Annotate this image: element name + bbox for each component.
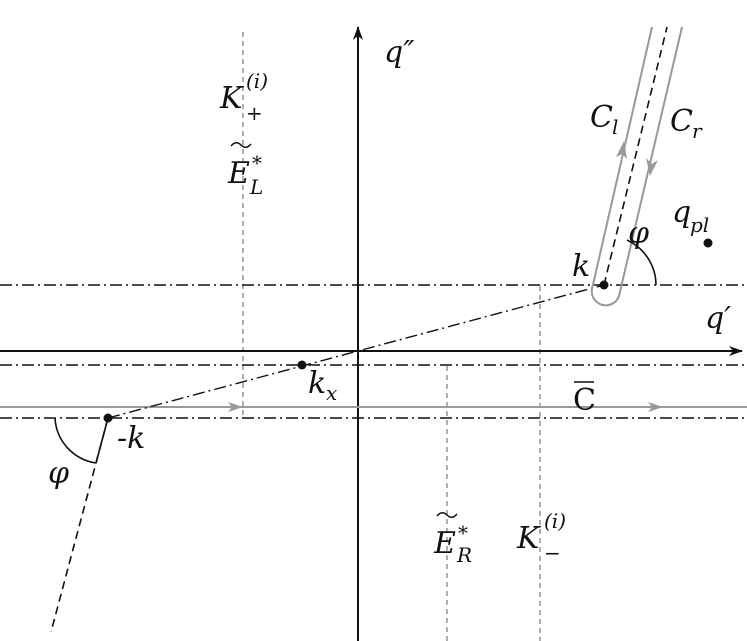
line-through-k: [107, 284, 605, 419]
label-k-plus: K: [219, 81, 244, 116]
label-k-x: k: [308, 366, 326, 401]
label-e-l-sup: *: [252, 151, 262, 175]
label-k-minus-sup: (i): [544, 509, 566, 533]
label-c-r-sub: r: [692, 119, 703, 143]
label-minus-k: -k: [117, 421, 145, 456]
label-e-l-sub: L: [249, 175, 263, 199]
c-bar-arrow-right: [648, 402, 663, 412]
label-k-x-sub: x: [326, 381, 337, 405]
point-q-pl: [703, 238, 713, 248]
label-e-r-tilde: [436, 512, 458, 518]
label-phi-bottom: φ: [48, 456, 69, 491]
label-q-pl: q: [672, 195, 691, 230]
c-r-arrow: [646, 158, 658, 176]
axis-label-vertical: q″: [384, 35, 415, 70]
label-k-minus-sub: −: [544, 541, 561, 565]
point-k-x: [297, 360, 307, 370]
branch-cut-lower: [50, 417, 109, 633]
label-phi-top: φ: [628, 216, 649, 251]
branch-cut-upper: [603, 26, 668, 286]
hairpin-contour: [590, 26, 683, 307]
label-c-r: C: [670, 104, 693, 139]
label-e-r-sub: R: [456, 543, 472, 567]
label-k-minus: K: [516, 521, 541, 556]
branch-cut-lower-solid: [95, 417, 109, 464]
c-bar-arrow-left: [228, 402, 243, 412]
label-e-r-sup: *: [458, 521, 468, 545]
label-e-l: E: [227, 156, 250, 191]
point-k: [599, 280, 609, 290]
axis-label-horizontal: q′: [705, 301, 731, 336]
label-c-bar: C: [573, 383, 596, 418]
c-l-arrow: [616, 141, 627, 159]
label-k: k: [572, 249, 590, 284]
label-k-plus-sub: +: [246, 101, 263, 125]
label-e-l-tilde: [230, 142, 252, 148]
label-c-l: C: [590, 100, 613, 135]
point-minus-k: [103, 413, 113, 423]
phi-arc-top: [626, 239, 657, 286]
label-q-pl-sub: pl: [690, 213, 709, 237]
label-k-plus-sup: (i): [246, 69, 268, 93]
phi-arc-bottom: [54, 417, 97, 464]
label-e-r: E: [433, 526, 456, 561]
label-c-l-sub: l: [612, 115, 618, 139]
